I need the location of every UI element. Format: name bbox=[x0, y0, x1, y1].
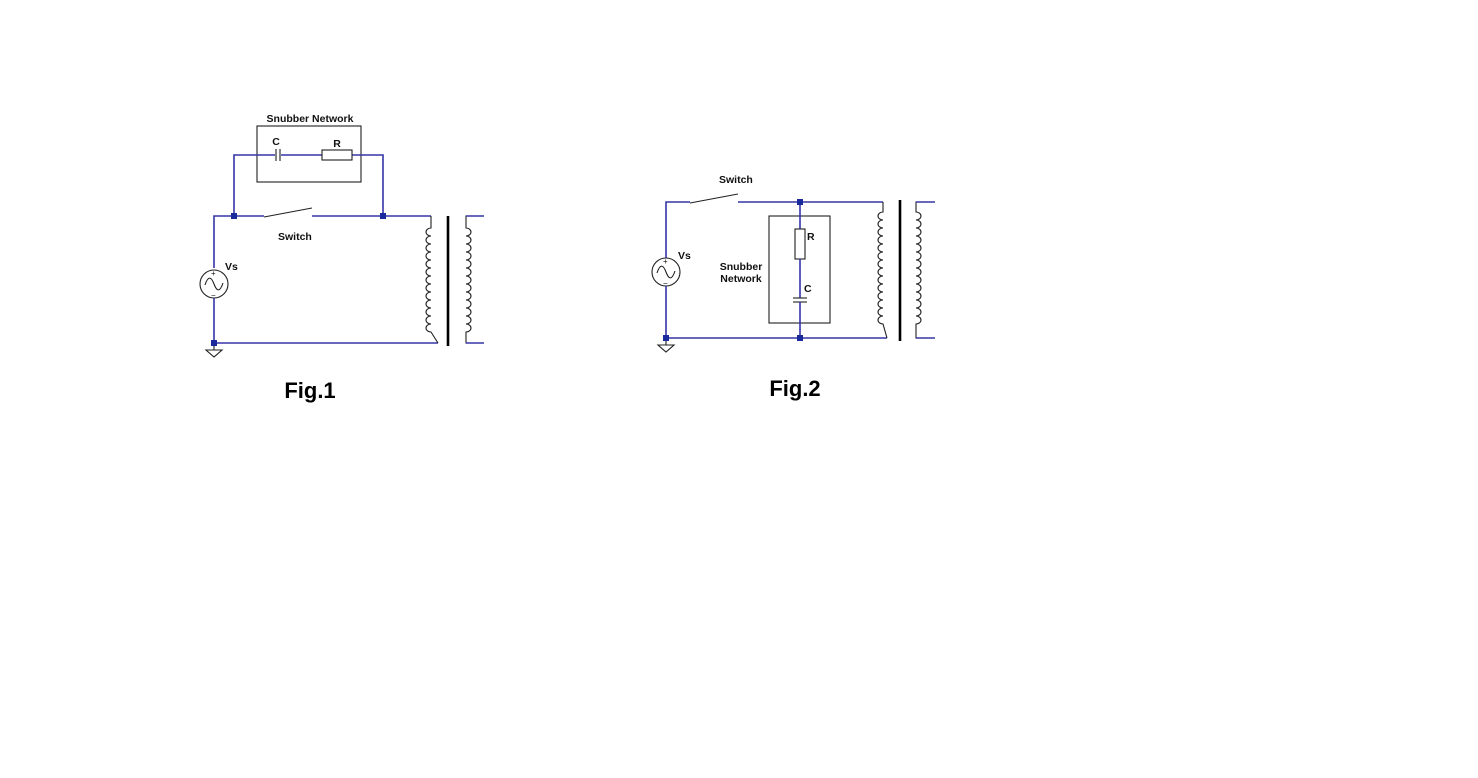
source-label: Vs bbox=[225, 261, 238, 273]
switch-blade bbox=[263, 207, 313, 218]
figure-1: Snubber Network C R Switch + − Vs bbox=[199, 113, 484, 403]
capacitor-c bbox=[793, 297, 807, 303]
junction-node bbox=[797, 335, 803, 341]
bottom-wire bbox=[213, 298, 438, 344]
primary-coil bbox=[877, 202, 888, 339]
snubber-network-label: Snubber bbox=[720, 261, 763, 273]
switch-blade bbox=[689, 193, 739, 204]
junction-node bbox=[380, 213, 386, 219]
snubber-wire bbox=[233, 154, 275, 216]
junction-node bbox=[797, 199, 803, 205]
figure-2: Switch + − Vs Snubber Network R C bbox=[651, 174, 935, 401]
figure-caption: Fig.2 bbox=[769, 376, 820, 401]
plus-sign: + bbox=[663, 257, 668, 266]
transformer bbox=[425, 215, 484, 346]
switch-label: Switch bbox=[719, 174, 753, 186]
junction-node bbox=[663, 335, 669, 341]
snubber-network-label: Snubber Network bbox=[267, 113, 354, 125]
plus-sign: + bbox=[211, 269, 216, 278]
capacitor-label: C bbox=[272, 136, 280, 148]
bottom-wire bbox=[665, 286, 887, 339]
capacitor-label: C bbox=[804, 283, 812, 295]
junction-node bbox=[231, 213, 237, 219]
top-wire bbox=[213, 215, 264, 268]
primary-coil bbox=[425, 216, 439, 344]
switch-label: Switch bbox=[278, 231, 312, 243]
source-label: Vs bbox=[678, 250, 691, 262]
resistor-r bbox=[321, 149, 353, 161]
minus-sign: − bbox=[211, 291, 216, 300]
minus-sign: − bbox=[663, 279, 668, 288]
junction-node bbox=[211, 340, 217, 346]
secondary-coil bbox=[915, 201, 935, 339]
figure-caption: Fig.1 bbox=[284, 378, 335, 403]
snubber-network-label: Network bbox=[720, 273, 762, 285]
transformer bbox=[877, 200, 935, 341]
resistor-label: R bbox=[333, 138, 341, 150]
capacitor-c bbox=[275, 149, 281, 161]
secondary-coil bbox=[465, 215, 484, 344]
resistor-label: R bbox=[807, 231, 815, 243]
resistor-r bbox=[794, 228, 806, 260]
top-wire bbox=[665, 201, 690, 258]
snubber-network-box bbox=[256, 125, 362, 183]
